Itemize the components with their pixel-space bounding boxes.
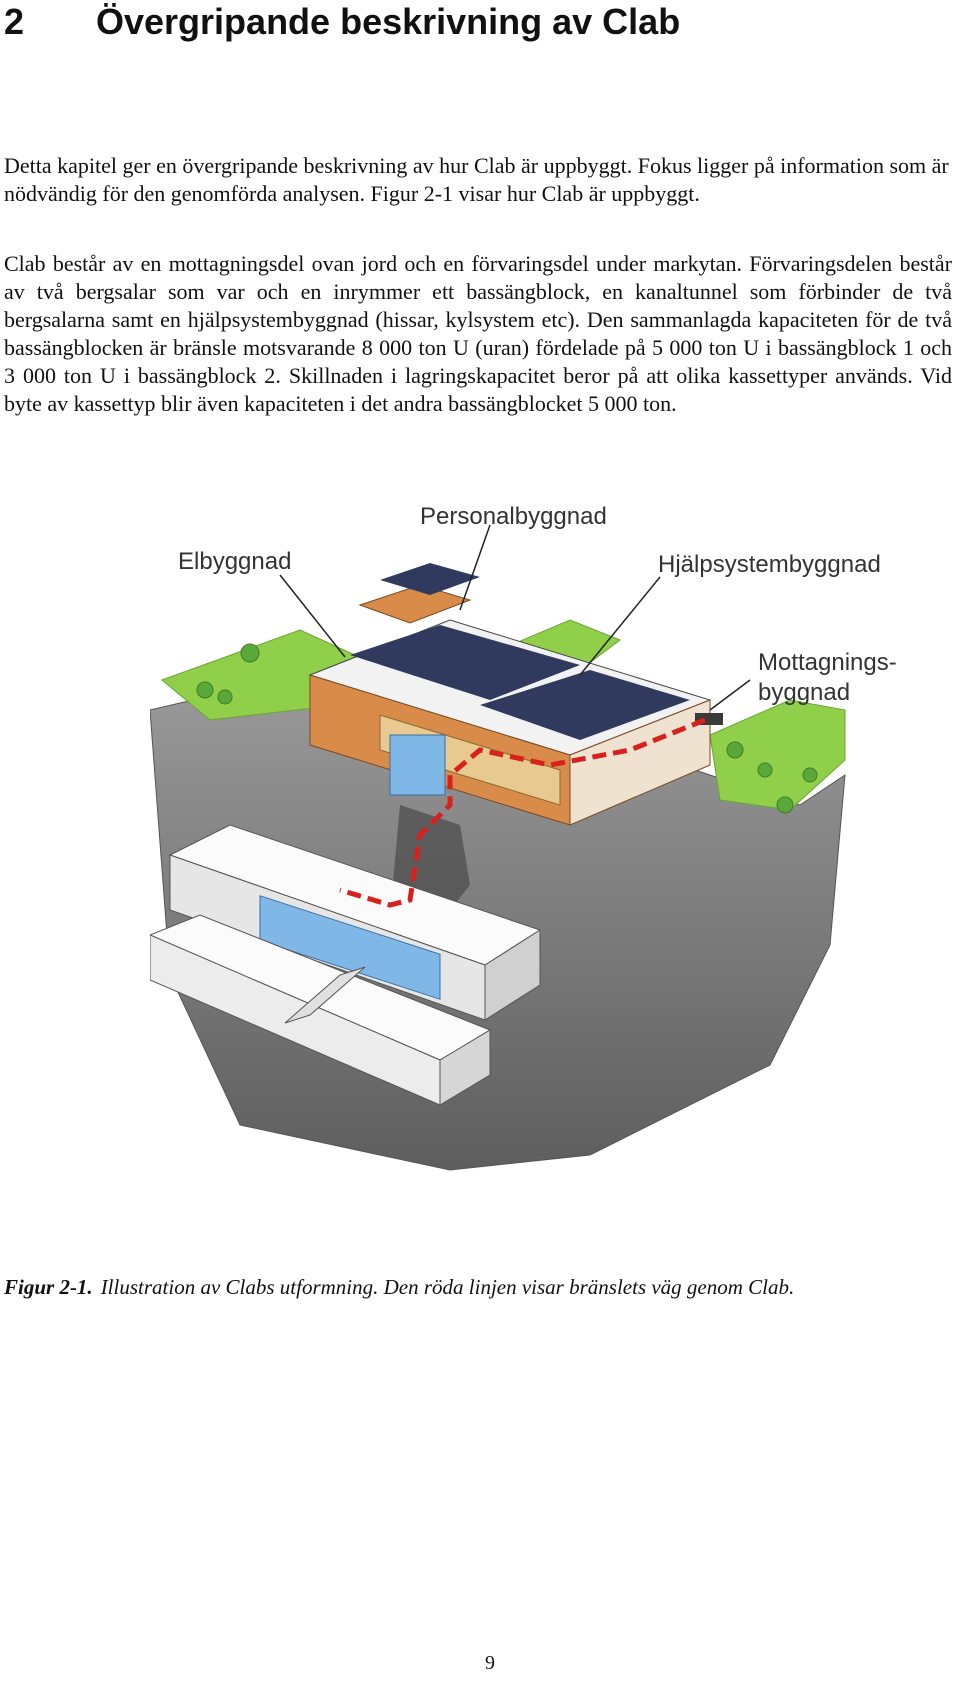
fuel-route [339, 717, 706, 908]
caption-label: Figur 2-1. [4, 1275, 93, 1299]
canal-tunnel [284, 966, 366, 1024]
chapter-title: Övergripande beskrivning av Clab [96, 1, 681, 42]
label-personalbyggnad: Personalbyggnad [420, 505, 607, 530]
chapter-heading: 2 Övergripande beskrivning av Clab [4, 0, 944, 44]
label-byggnad: byggnad [758, 679, 850, 706]
grass-right [709, 699, 846, 811]
label-elbyggnad: Elbyggnad [178, 548, 291, 575]
label-mottagnings: Mottagnings- [758, 649, 897, 676]
chapter-number: 2 [4, 1, 25, 42]
label-hjalpsystembyggnad: Hjälpsystembyggnad [658, 551, 881, 578]
trees [196, 643, 818, 814]
clab-illustration: Personalbyggnad Elbyggnad Hjälpsystembyg… [150, 505, 897, 1171]
paragraph-description: Clab består av en mottagningsdel ovan jo… [4, 251, 952, 416]
caption-text: Illustration av Clabs utformning. Den rö… [100, 1275, 795, 1299]
leader-lines [279, 524, 751, 711]
figure-caption: Figur 2-1. Illustration av Clabs utformni… [4, 1273, 954, 1301]
page-number: 9 [485, 1652, 495, 1674]
paragraph-intro: Detta kapitel ger en övergripande beskri… [4, 153, 949, 206]
surface-buildings [308, 563, 723, 826]
